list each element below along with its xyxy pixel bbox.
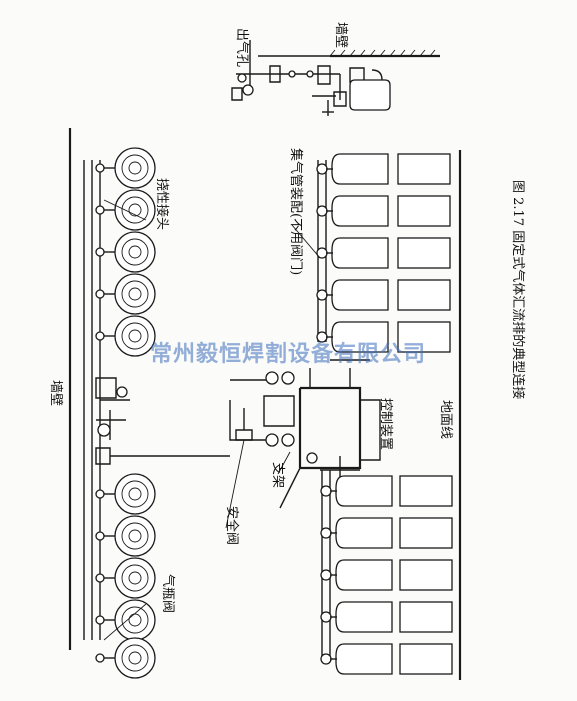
leader-lines [103,199,321,641]
control-unit-label: 控制装置 [378,398,393,451]
wall-top-label: 墙壁 [333,22,348,49]
gas-cylinder [316,153,451,185]
ground-line-label: 地面线 [438,400,453,440]
gas-cylinder [320,517,453,549]
gas-cylinder [320,643,453,675]
gas-cylinder [316,195,451,227]
gas-cylinder [320,559,453,591]
gas-cylinder [316,321,451,353]
gas-cylinder [320,475,453,507]
coil-cylinder [95,147,156,189]
manifold-note-label: 集气管装配(不用阀门) [288,148,303,276]
left-valve-cluster [95,377,230,465]
coil-cylinder [95,315,156,357]
figure-caption: 图 2.17 固定式气体汇流排的典型连接 [510,180,525,400]
coil-cylinder [95,515,156,557]
safety-valve-label: 安全阀 [224,506,239,546]
gas-cylinder [320,601,453,633]
cylinder-valve-label: 气瓶阀 [160,574,175,614]
gas-cylinder [316,279,451,311]
left-manifold [68,128,101,650]
flex-hose-label: 挠性接头 [154,178,169,231]
coil-cylinder [95,599,156,641]
coil-cylinder [95,557,156,599]
outlet-label: 出气孔 [234,28,249,68]
right-cylinder-rack [316,150,462,680]
gas-cylinder [316,237,451,269]
coil-cylinder [95,231,156,273]
wall-left-label: 墙壁 [48,380,63,407]
watermark: 常州毅恒焊割设备有限公司 [150,342,427,367]
outlet-detail [231,40,440,116]
support-label: 支架 [270,462,285,489]
left-cylinders [95,147,156,679]
control-unit [229,359,381,509]
coil-cylinder [95,473,156,515]
coil-cylinder [95,637,156,679]
coil-cylinder [95,273,156,315]
